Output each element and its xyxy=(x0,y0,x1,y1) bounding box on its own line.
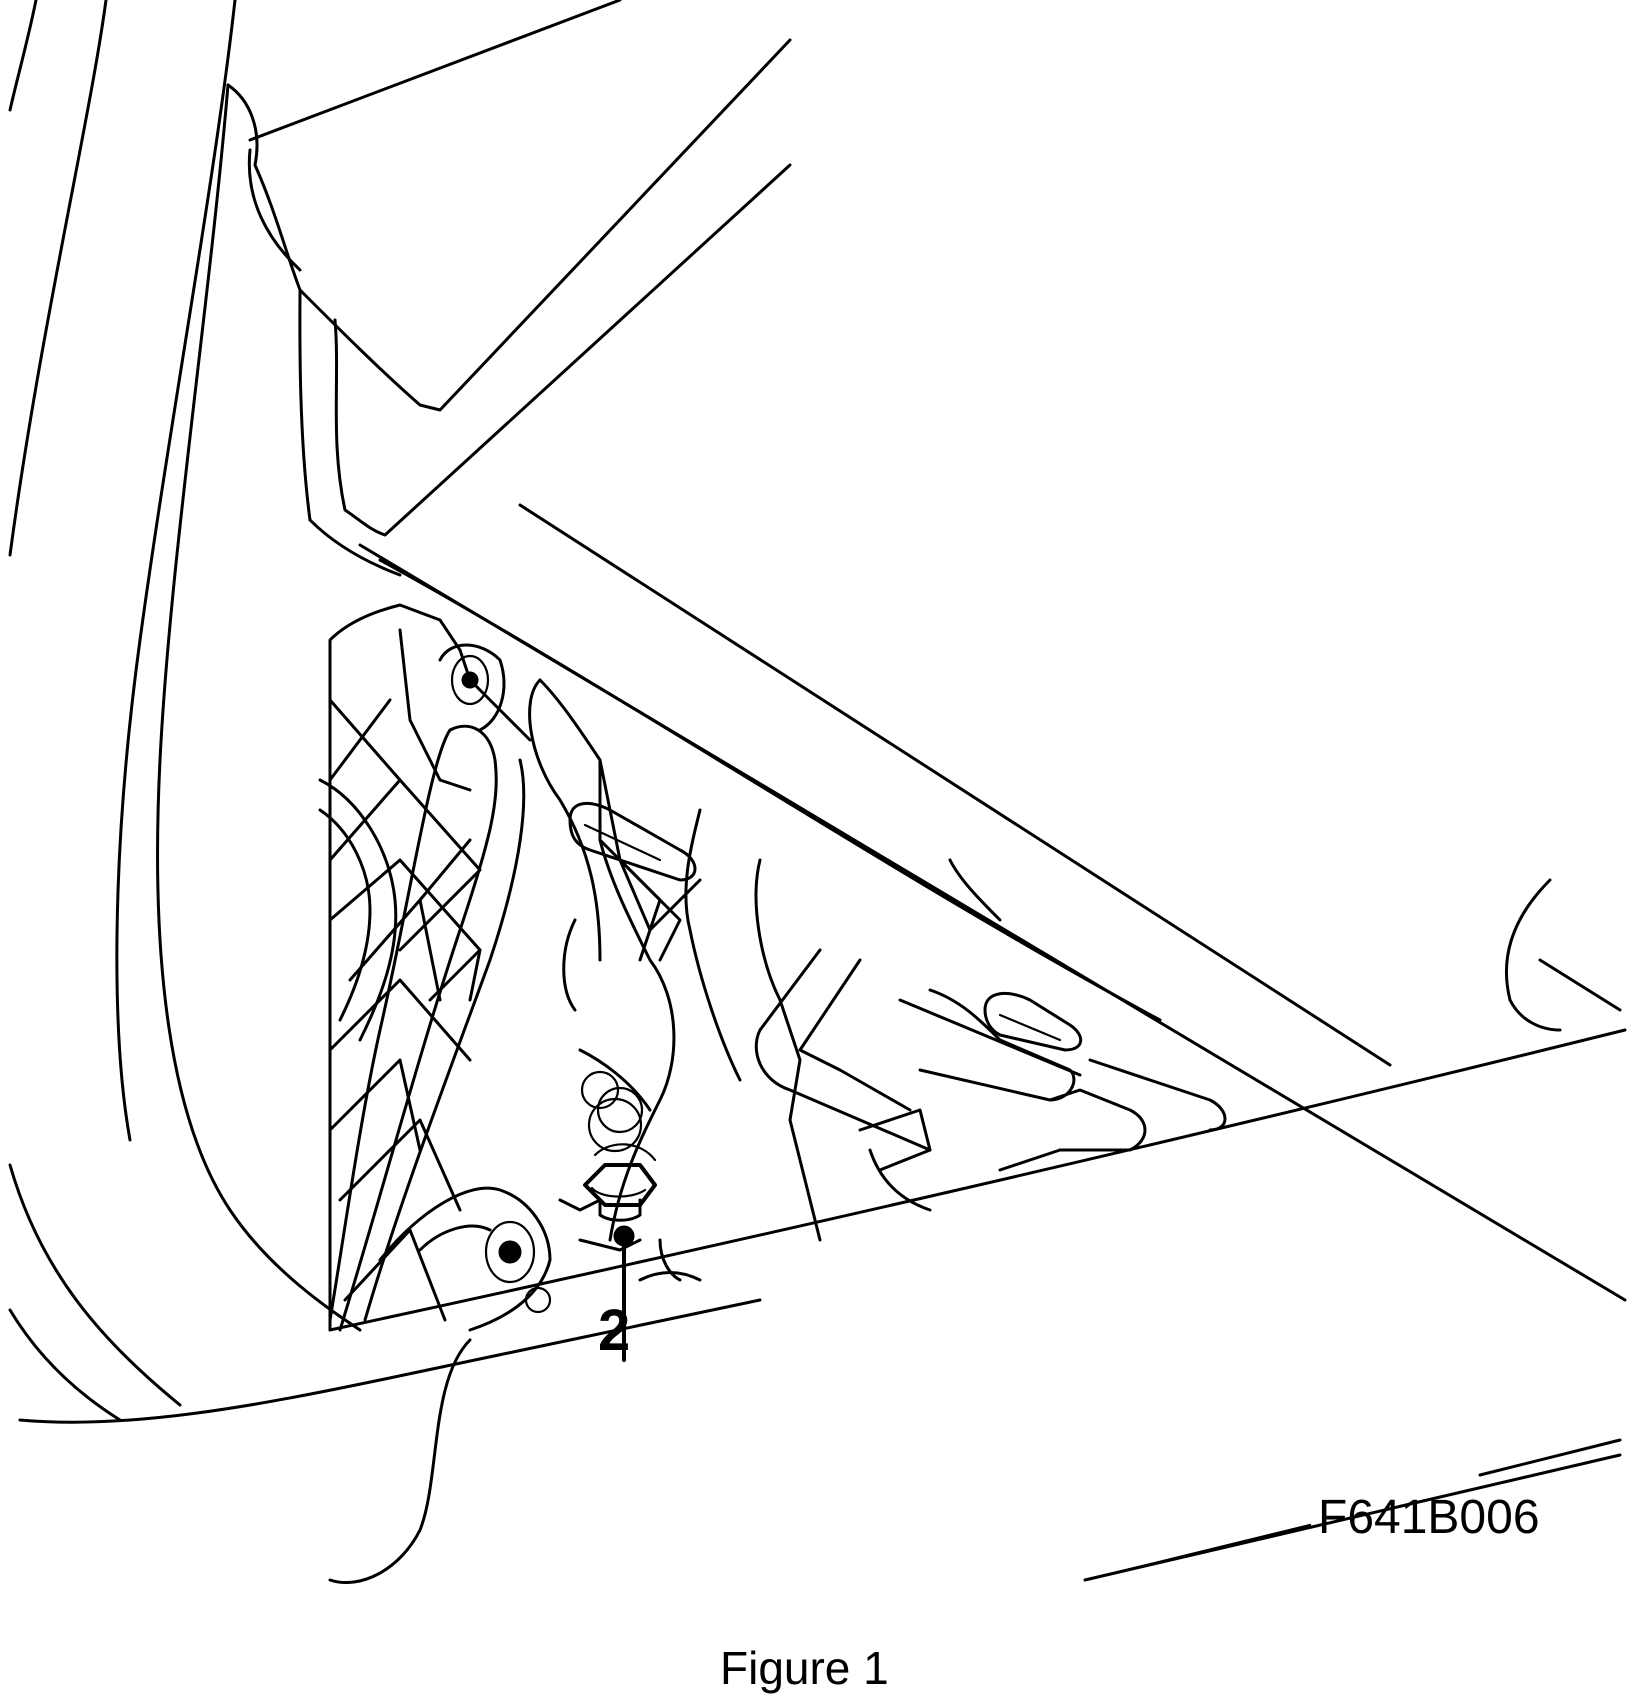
slotted-tabs xyxy=(568,801,1083,1052)
right-side-brackets xyxy=(684,808,1227,1242)
upper-mounting-boss xyxy=(438,643,506,732)
kick-panel-edge xyxy=(328,878,1627,1585)
dashboard-panel xyxy=(226,0,1627,1302)
pivot-housing xyxy=(528,678,702,1242)
callout-leader xyxy=(613,1225,635,1362)
pillar-outline xyxy=(8,0,762,1424)
figure-code-leader xyxy=(1083,1523,1312,1582)
figure-caption: Figure 1 xyxy=(720,1642,889,1694)
lower-bracket xyxy=(378,1186,702,1332)
pedal-arm xyxy=(318,724,526,1332)
bracket-truss xyxy=(328,603,532,1332)
hex-nut xyxy=(583,1143,657,1222)
figure-code: F641B006 xyxy=(1318,1491,1540,1544)
callout-number-2: 2 xyxy=(598,1298,631,1363)
